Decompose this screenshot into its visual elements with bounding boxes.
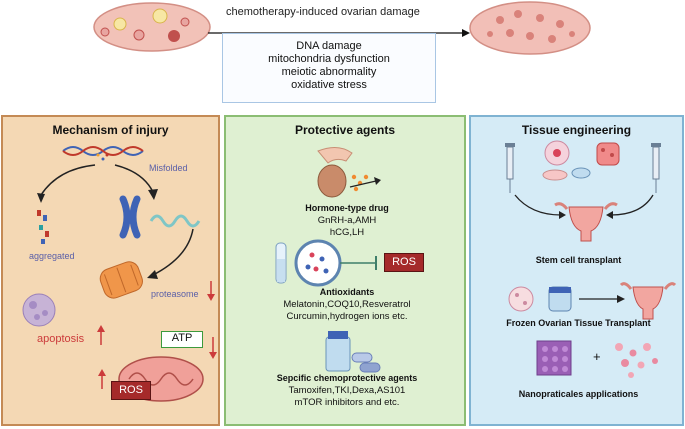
protective-title: Protective agents — [294, 123, 396, 137]
damage-item: meiotic abnormality — [281, 66, 377, 78]
dna-icon — [62, 146, 144, 161]
tissue-graphics — [505, 140, 677, 378]
misfolded-protein-icon — [149, 214, 201, 228]
antioxidants-line: Melatonin,COQ10,Resveratrol — [283, 299, 411, 310]
atp-box: ATP — [161, 331, 203, 348]
apoptotic-cell-icon — [22, 293, 56, 327]
tissue-section-icon — [508, 286, 534, 312]
pill-bottle-icon — [325, 331, 351, 372]
arrow-hormone — [349, 180, 377, 188]
uterus-icon-2 — [619, 282, 677, 320]
damage-list-box: DNA damage mitochondria dysfunction meio… — [222, 33, 436, 103]
healthy-ovary-icon — [93, 2, 211, 52]
antioxidants-title: Antioxidants — [319, 287, 375, 297]
uterus-icon — [554, 202, 618, 242]
plus-sign: + — [593, 349, 601, 364]
protective-panel: Protective agents — [224, 115, 466, 426]
chemoprotective-line: mTOR inhibitors and etc. — [294, 397, 400, 408]
tissue-sample-icon — [542, 167, 591, 181]
proteasome-label: proteasome — [151, 289, 199, 299]
ros-box-protective: ROS — [384, 253, 424, 272]
stem-cell-icon — [544, 140, 570, 166]
arrow-to-aggregated — [40, 164, 96, 196]
frozen-tissue-label: Frozen Ovarian Tissue Transplant — [506, 318, 651, 328]
injury-panel: Mechanism of injury — [1, 115, 220, 426]
arrow-to-misfolded — [114, 164, 154, 193]
tissue-title: Tissue engineering — [521, 123, 632, 137]
apoptosis-label: apoptosis — [37, 333, 85, 345]
injury-title: Mechanism of injury — [52, 123, 169, 137]
hormone-line: hCG,LH — [329, 227, 365, 238]
chemoprotective-title: Sepcific chemoprotective agents — [276, 373, 418, 383]
protective-graphics — [275, 147, 381, 373]
chromosome-icon — [119, 195, 141, 239]
aggregated-label: aggregated — [29, 251, 75, 261]
pills-icon — [351, 352, 381, 373]
header-title: chemotherapy-induced ovarian damage — [226, 6, 420, 18]
cell-cluster-icon — [596, 142, 620, 166]
damage-item: mitochondria dysfunction — [268, 53, 390, 65]
hormone-line: GnRH-a,AMH — [317, 215, 377, 226]
tissue-panel: Tissue engineering — [469, 115, 684, 426]
nanoparticle-cube-icon — [536, 340, 572, 376]
damage-item: oxidative stress — [291, 79, 367, 91]
chemoprotective-line: Tamoxifen,TKI,Dexa,AS101 — [288, 385, 406, 396]
antioxidants-line: Curcumin,hydrogen ions etc. — [286, 311, 408, 322]
damaged-ovary-icon — [469, 1, 591, 55]
proteasome-icon — [99, 261, 143, 299]
misfolded-label: Misfolded — [149, 163, 188, 173]
syringe-icon-right — [651, 143, 661, 193]
test-tube-icon — [275, 242, 287, 284]
pituitary-gland-icon — [317, 147, 353, 198]
ros-box-injury: ROS — [111, 381, 151, 400]
magnifier-icon — [294, 239, 342, 287]
damage-item: DNA damage — [296, 40, 362, 52]
syringe-icon-left — [505, 143, 515, 193]
stem-cell-label: Stem cell transplant — [535, 255, 622, 265]
hormone-title: Hormone-type drug — [305, 203, 389, 213]
aggregated-protein-icon — [37, 210, 49, 244]
nanoparticles-icon — [615, 343, 658, 378]
nanoparticle-label: Nanopraticales applications — [518, 389, 639, 399]
cryo-vial-icon — [548, 286, 572, 312]
